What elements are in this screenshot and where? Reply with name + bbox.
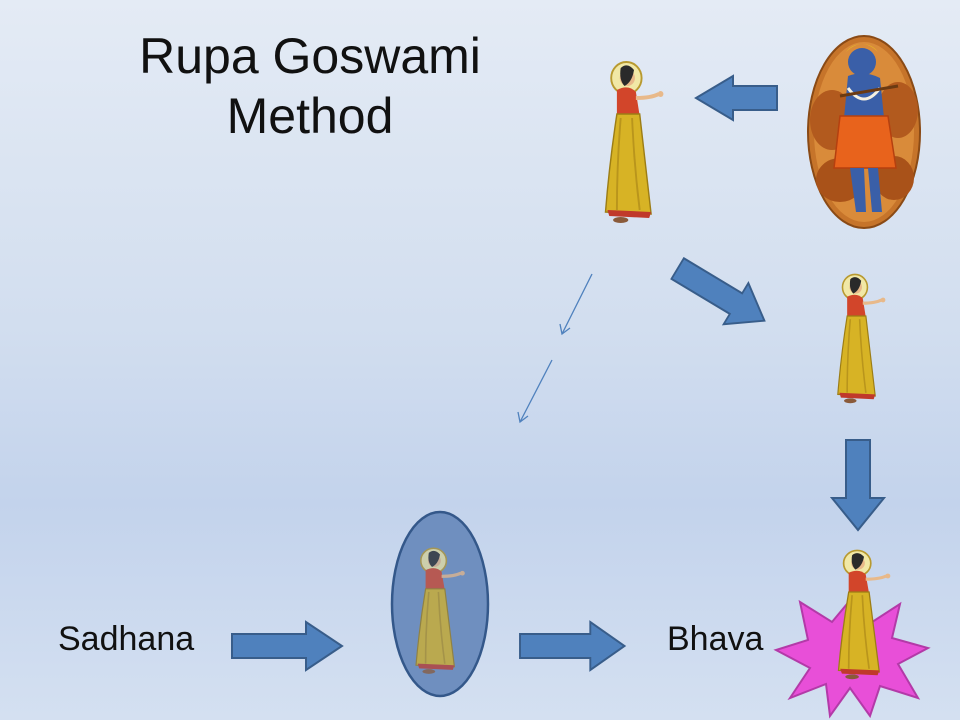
block-arrow-icon	[231, 621, 343, 671]
block-arrow-icon	[519, 621, 626, 671]
sadhana-label: Sadhana	[58, 620, 195, 658]
block-arrow-icon	[829, 439, 887, 532]
dashed-arrow-icon	[517, 359, 553, 424]
krishna-portrait-icon	[807, 35, 921, 229]
block-arrow-icon	[664, 247, 778, 343]
block-arrow-icon	[694, 74, 778, 122]
radha-figure-icon	[836, 272, 887, 405]
bhava-label: Bhava	[667, 620, 764, 658]
sadhana-oval	[390, 510, 490, 698]
title-line-2: Method	[226, 88, 394, 144]
title-line-1: Rupa Goswami	[139, 28, 481, 84]
dashed-arrow-icon	[559, 273, 593, 336]
radha-figure-icon	[603, 60, 666, 225]
slide-title: Rupa Goswami Method	[110, 26, 510, 146]
